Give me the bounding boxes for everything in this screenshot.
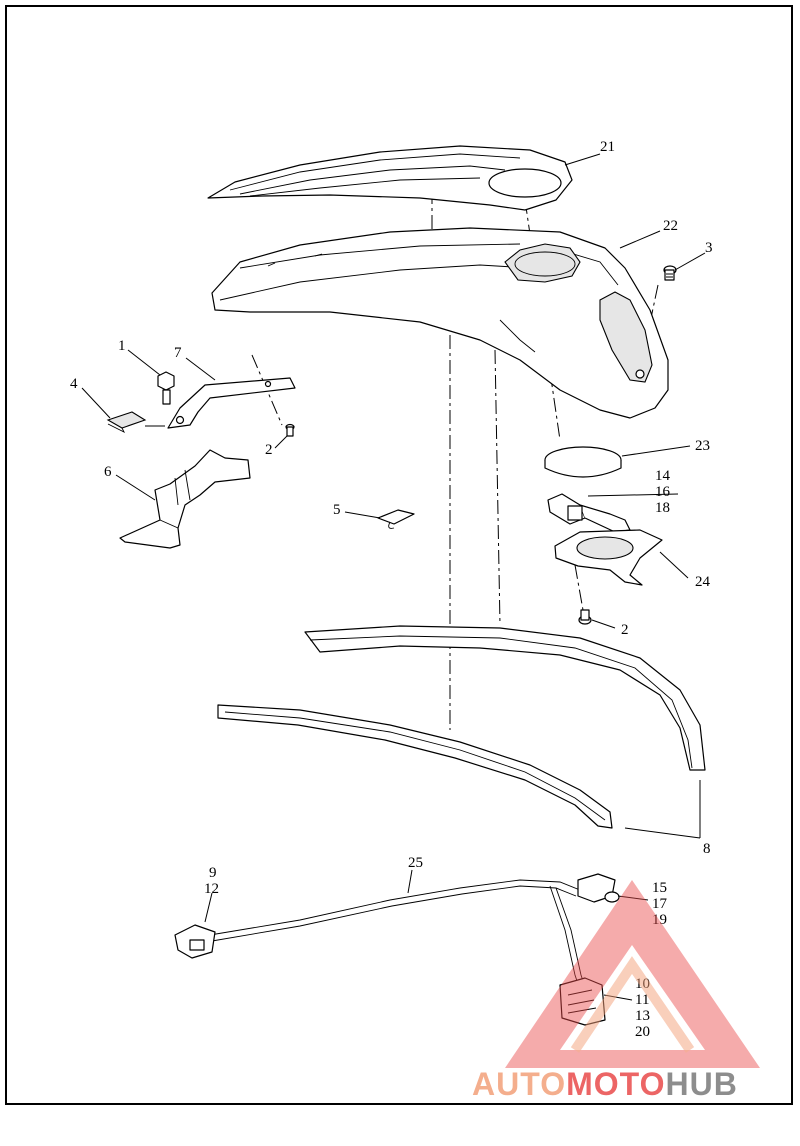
- callout-6: 6: [104, 464, 112, 480]
- callout-19: 19: [652, 912, 667, 928]
- watermark-moto: MOTO: [566, 1066, 665, 1102]
- callout-24: 24: [695, 574, 711, 590]
- diagram-frame: [5, 5, 793, 1105]
- part-8-seal-lower: [217, 704, 613, 829]
- callout-3: 3: [705, 240, 713, 256]
- part-25-wiring-harness: [174, 873, 620, 1026]
- part-2-screw-upper: [285, 423, 295, 437]
- part-5-tape-pad: [377, 509, 415, 529]
- callout-4: 4: [70, 376, 78, 392]
- callout-15: 15: [652, 880, 667, 896]
- part-24-gauge-mount: [554, 529, 663, 586]
- callout-labels: 21 22 3 1 7 4 2 6 5 23 14 16 18 24 2 8 2…: [70, 139, 713, 1040]
- callout-20: 20: [635, 1024, 650, 1040]
- svg-text:AUTOMOTOHUB: AUTOMOTOHUB: [472, 1066, 738, 1102]
- watermark-logo: AUTOMOTOHUB: [472, 880, 760, 1102]
- callout-9: 9: [209, 865, 217, 881]
- part-14-lamp-socket: [547, 493, 631, 533]
- part-22-console-housing: [211, 227, 669, 419]
- watermark-hub: HUB: [665, 1066, 737, 1102]
- part-2-screw-lower: [578, 609, 592, 625]
- callout-7: 7: [174, 345, 182, 361]
- callout-23: 23: [695, 438, 710, 454]
- callout-16: 16: [655, 484, 671, 500]
- part-1-bolt: [157, 371, 175, 405]
- callout-18: 18: [655, 500, 670, 516]
- watermark-triangle-icon: [505, 880, 760, 1068]
- part-8-seal-upper: [304, 625, 706, 771]
- leader-lines: [81, 153, 706, 1001]
- part-3-screw: [663, 265, 677, 281]
- callout-21: 21: [600, 139, 615, 155]
- callout-1: 1: [118, 338, 126, 354]
- part-21-trim-cover: [207, 145, 573, 211]
- part-23-lens: [544, 446, 622, 478]
- callout-12: 12: [204, 881, 219, 897]
- callout-13: 13: [635, 1008, 650, 1024]
- callout-25: 25: [408, 855, 423, 871]
- part-7-bracket: [167, 377, 296, 429]
- callout-5: 5: [333, 502, 341, 518]
- callout-2-lower: 2: [621, 622, 629, 638]
- watermark-auto: AUTO: [472, 1066, 566, 1102]
- callout-8: 8: [703, 841, 711, 857]
- callout-11: 11: [635, 992, 649, 1008]
- callout-17: 17: [652, 896, 668, 912]
- callout-2-upper: 2: [265, 442, 273, 458]
- part-4-clip-nut: [106, 411, 147, 434]
- part-6-mounting-bracket: [119, 449, 251, 549]
- callout-22: 22: [663, 218, 678, 234]
- callout-14: 14: [655, 468, 671, 484]
